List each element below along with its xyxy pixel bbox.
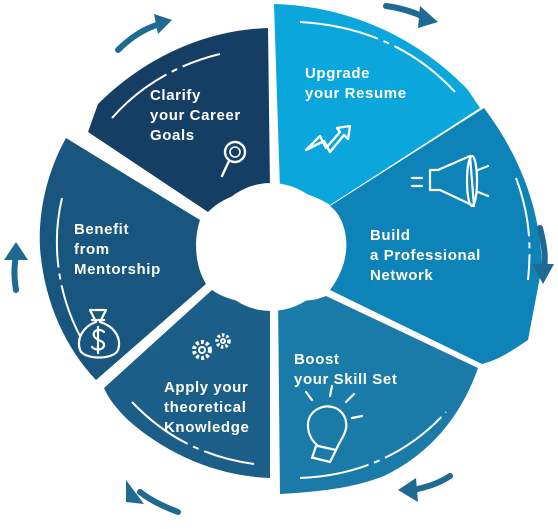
label-line: Clarify <box>150 87 201 104</box>
curved-arrow-icon <box>383 3 438 28</box>
segment-network-shape <box>330 108 542 364</box>
curved-arrow-icon <box>126 480 181 515</box>
segment-upgrade-label: Upgrade your Resume <box>305 65 407 102</box>
label-line: Build <box>370 227 411 244</box>
label-line: your Career <box>150 107 241 124</box>
segment-skills-shape <box>278 296 478 494</box>
label-line: Apply your <box>164 379 248 396</box>
magnifier-icon <box>220 140 247 178</box>
label-line: Network <box>370 267 433 284</box>
center-circle <box>207 183 335 311</box>
gears-icon <box>192 333 231 360</box>
trend-arrow-icon <box>304 124 352 154</box>
label-line: Goals <box>150 127 195 144</box>
megaphone-icon <box>410 154 490 208</box>
label-line: a Professional <box>370 247 481 264</box>
label-line: theoretical <box>164 399 246 416</box>
label-line: Boost <box>294 351 340 368</box>
curved-arrow-icon <box>398 473 453 502</box>
lightbulb-icon <box>304 384 364 464</box>
segment-apply-knowledge: Apply your theoretical Knowledge <box>104 290 270 478</box>
segment-clarify-career-goals: Clarify your Career Goals <box>88 28 270 212</box>
segment-mentorship-label: Benefit from Mentorship <box>74 221 161 278</box>
segment-network-label: Build a Professional Network <box>370 227 486 284</box>
label-line: Upgrade <box>305 65 370 82</box>
cycle-arrows <box>4 3 554 515</box>
curved-arrow-icon <box>532 225 554 284</box>
segment-upgrade-trim <box>299 21 456 93</box>
segment-upgrade-resume: Upgrade your Resume <box>274 4 480 205</box>
curved-arrow-icon <box>115 14 172 53</box>
label-line: your Resume <box>305 85 407 102</box>
label-line: Benefit <box>74 221 129 238</box>
segment-skills-label: Boost your Skill Set <box>294 351 397 388</box>
label-line: Knowledge <box>164 419 249 436</box>
segment-build-network: Build a Professional Network <box>330 108 542 364</box>
segment-apply-trim <box>131 401 255 465</box>
money-bag-icon <box>77 308 121 359</box>
segment-mentorship-trim <box>55 197 81 337</box>
label-line: from <box>74 241 110 258</box>
label-line: your Skill Set <box>294 371 397 388</box>
curved-arrow-icon <box>4 242 28 293</box>
segment-clarify-label: Clarify your Career Goals <box>150 87 246 144</box>
segment-apply-label: Apply your theoretical Knowledge <box>164 379 253 436</box>
segment-upgrade-shape <box>274 4 480 205</box>
segment-mentorship-shape <box>39 138 206 380</box>
segment-network-trim <box>515 177 531 281</box>
segment-skills-trim <box>299 411 447 479</box>
label-line: Mentorship <box>74 261 161 278</box>
segment-clarify-trim <box>111 53 221 119</box>
segment-benefit-mentorship: Benefit from Mentorship <box>39 138 206 380</box>
segment-clarify-shape <box>88 28 270 212</box>
segment-boost-skills: Boost your Skill Set <box>278 296 478 494</box>
